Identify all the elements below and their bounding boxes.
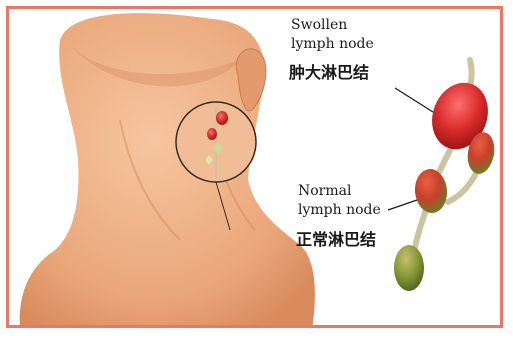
magnified-view-circle bbox=[176, 102, 256, 182]
swollen-label-zh: 肿大淋巴结 bbox=[289, 64, 369, 82]
transition-lymph-node-icon bbox=[413, 168, 449, 215]
swollen-pointer-line bbox=[395, 88, 433, 112]
swollen-label-en-line1: Swollen bbox=[291, 17, 347, 33]
swollen-label-en-line2: lymph node bbox=[291, 36, 374, 52]
normal-label-en-line1: Normal bbox=[298, 183, 351, 199]
neck-skin bbox=[20, 13, 315, 330]
normal-lymph-node-icon bbox=[394, 245, 424, 291]
normal-label-zh: 正常淋巴结 bbox=[296, 231, 376, 249]
normal-label-en-line2: lymph node bbox=[298, 202, 381, 218]
normal-pointer-line bbox=[388, 200, 417, 210]
